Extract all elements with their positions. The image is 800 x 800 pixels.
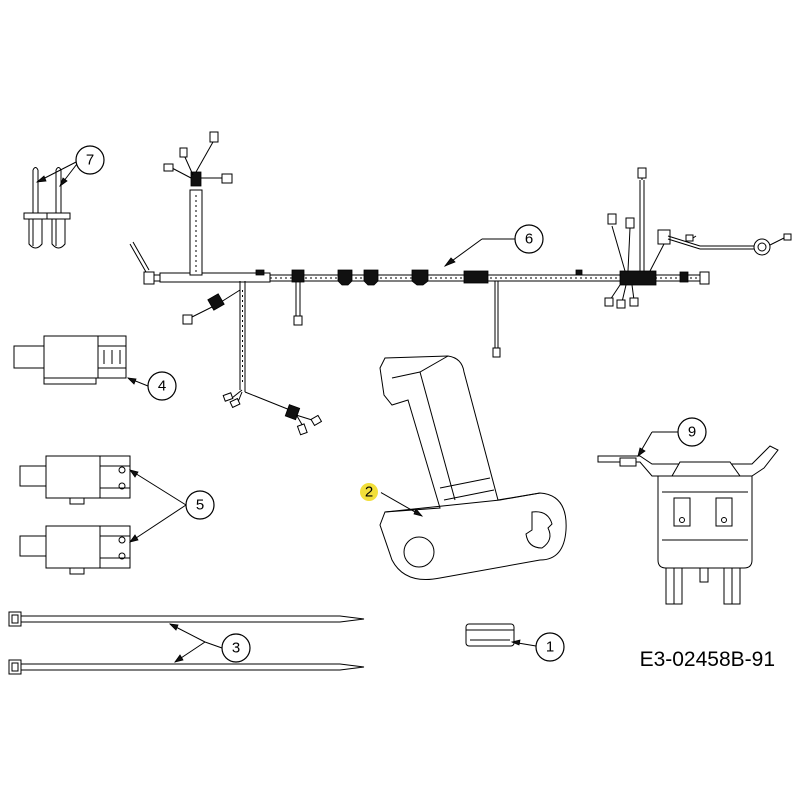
- wiring-harness-part: [129, 131, 792, 436]
- callout-2-highlight: [360, 483, 378, 501]
- cable-ties-part: [8, 611, 365, 675]
- callout-5-label: 5: [196, 497, 204, 514]
- fuse-part: [465, 623, 515, 647]
- rivets-part: [23, 167, 71, 249]
- callout-5: 5: [185, 490, 215, 520]
- callout-1-label: 1: [546, 639, 554, 656]
- callout-7: 7: [75, 145, 105, 175]
- solenoid-part: [597, 445, 779, 605]
- callout-6-label: 6: [525, 231, 533, 248]
- callout-3-label: 3: [232, 640, 240, 657]
- diagram-reference-code: E3-02458B-91: [640, 648, 775, 671]
- connectors-part-5: [19, 455, 131, 575]
- leader-lines: [35, 159, 678, 663]
- callout-7-label: 7: [86, 152, 94, 169]
- callout-6: 6: [514, 224, 544, 254]
- callout-2-label: 2: [365, 484, 373, 501]
- callout-2: 2: [357, 480, 381, 504]
- callout-4: 4: [147, 371, 177, 401]
- connector-part-4: [13, 335, 127, 385]
- callout-3: 3: [221, 633, 251, 663]
- callout-9: 9: [677, 417, 707, 447]
- callout-1: 1: [535, 632, 565, 662]
- bracket-part: [379, 355, 567, 580]
- callout-4-label: 4: [158, 378, 166, 395]
- callout-9-label: 9: [688, 424, 696, 441]
